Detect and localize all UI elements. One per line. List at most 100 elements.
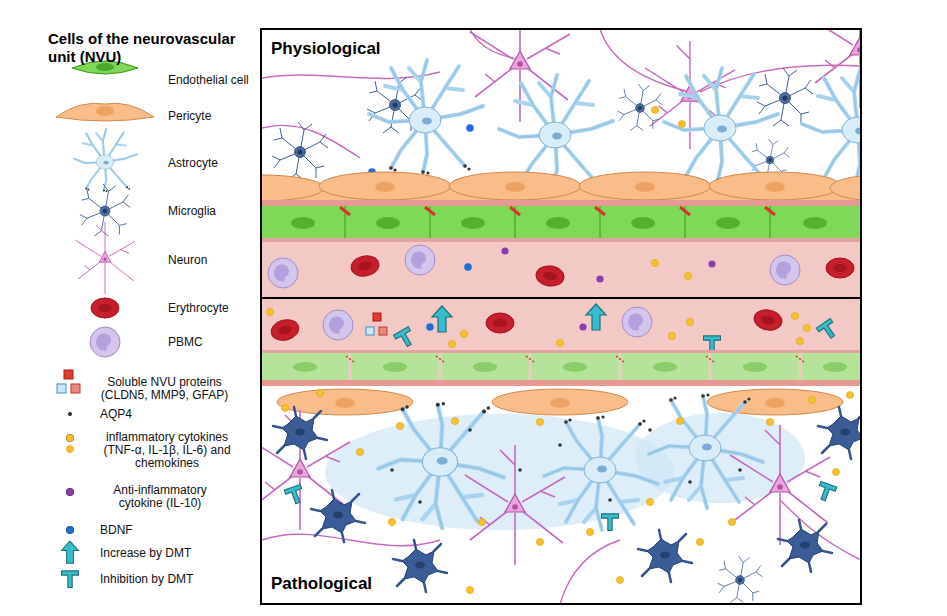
illustration-part — [388, 518, 395, 525]
illustration-part — [708, 260, 715, 267]
illustration-part — [696, 538, 703, 545]
microglia — [272, 122, 328, 180]
pbmc — [622, 307, 652, 337]
il10-dots — [501, 247, 715, 330]
illustration-part — [832, 468, 839, 475]
cytokine-dot — [803, 324, 810, 331]
state-panel: Physiological — [260, 28, 862, 297]
leaky-junctions — [350, 353, 800, 380]
illustration-part — [536, 418, 543, 425]
vessel-lumen — [261, 242, 861, 350]
legend-label: Anti-inflammatory cytokine (IL-10) — [95, 484, 225, 510]
endothelium — [261, 353, 861, 380]
pericytes — [277, 389, 843, 415]
illustration-part — [466, 586, 473, 593]
inhibition-bar — [814, 483, 836, 503]
panel-label: Physiological — [268, 39, 384, 59]
inhibition-bar — [284, 486, 306, 506]
cytokine-dot — [678, 120, 685, 127]
endothelium — [261, 206, 861, 238]
protein-square — [57, 384, 66, 393]
illustration-part — [616, 576, 623, 583]
erythrocyte — [752, 308, 783, 333]
legend-label: Microglia — [168, 205, 216, 218]
activated-microglia — [311, 490, 365, 542]
astrocyte — [369, 60, 483, 175]
illustration-part — [596, 275, 603, 282]
legend-swatch — [66, 434, 74, 442]
astrocyte-icon — [74, 129, 137, 192]
astrocyte-swelling — [325, 414, 675, 530]
legend-label: AQP4 — [100, 408, 132, 421]
tight-junctions — [340, 207, 775, 215]
illustration-part — [451, 417, 458, 424]
illustration-part — [501, 247, 508, 254]
cytokine-dot — [684, 272, 691, 279]
pbmc — [323, 310, 353, 340]
microglia — [618, 84, 663, 130]
legend-label: inflammatory cytokines (TNF-α, IL-1β, IL… — [92, 431, 242, 470]
cytokine-dot — [66, 445, 73, 452]
legend-label: BDNF — [100, 524, 133, 537]
inhibition-bar — [817, 320, 840, 343]
illustration-part — [291, 217, 315, 229]
illustration-part — [478, 518, 485, 525]
bdnf-dot — [426, 323, 434, 331]
illustration-part — [536, 538, 543, 545]
illustration-part — [383, 362, 407, 372]
illustration-part — [728, 518, 735, 525]
panel-ground — [261, 29, 861, 604]
illustration-part — [390, 468, 394, 472]
cytokine-dot — [556, 339, 563, 346]
cell-borders — [345, 206, 770, 238]
erythrocyte-icon — [91, 298, 119, 318]
illustration-part — [707, 389, 843, 415]
astrocyte — [802, 70, 861, 185]
illustration-part — [646, 498, 653, 505]
protein-square — [71, 384, 80, 393]
pbmc — [268, 258, 298, 288]
illustration-part — [765, 182, 785, 192]
cytokine-dot — [796, 337, 803, 344]
illustration-part — [709, 172, 841, 200]
basement-membrane — [261, 200, 861, 206]
cytokine-dot — [651, 259, 658, 266]
erythrocyte — [269, 317, 301, 344]
bdnf-dot — [466, 124, 474, 132]
illustration-part — [653, 362, 677, 372]
illustration-part — [356, 448, 363, 455]
illustration-part — [546, 217, 570, 229]
protein-square — [379, 327, 387, 335]
endothelial-nuclei — [293, 362, 847, 372]
inhibition-bar — [394, 328, 417, 350]
neuron — [730, 425, 830, 545]
neuron-icon — [75, 222, 135, 294]
neuron — [465, 445, 565, 565]
aqp4-dots — [390, 428, 742, 504]
activated-microglia — [393, 540, 447, 592]
cytokine-dot — [791, 312, 798, 319]
illustration-part — [261, 175, 324, 201]
illustration-part — [676, 417, 683, 424]
microglia — [718, 556, 763, 602]
legend-label: Inhibition by DMT — [100, 573, 193, 586]
cytokine-dot — [651, 106, 658, 113]
protein-square — [64, 370, 73, 379]
illustration-part — [449, 172, 581, 200]
legend-swatch — [68, 412, 72, 416]
illustration-part — [648, 428, 652, 432]
pericyte-layer — [261, 172, 861, 201]
illustration-part — [468, 428, 472, 432]
illustration-part — [505, 182, 525, 192]
protein-square — [366, 327, 374, 335]
cytokine-dot — [686, 318, 693, 325]
legend-label: Endothelial cell — [168, 74, 249, 87]
illustration-part — [473, 362, 497, 372]
astrocyte — [544, 415, 658, 530]
vessel-wall — [261, 350, 861, 353]
inhibition-bar — [601, 516, 619, 531]
increase-arrow-icon — [62, 541, 79, 563]
pericyte-icon — [56, 103, 154, 121]
